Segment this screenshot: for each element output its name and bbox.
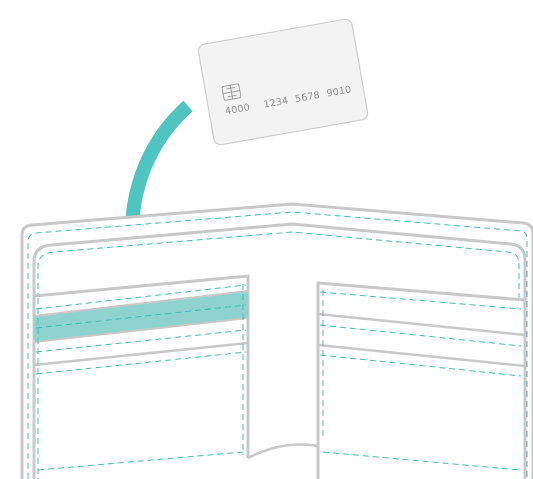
card-body (197, 18, 368, 146)
wallet (22, 204, 533, 479)
right-panel (318, 283, 525, 479)
credit-card: 4000 1234 5678 9010 (197, 18, 368, 146)
